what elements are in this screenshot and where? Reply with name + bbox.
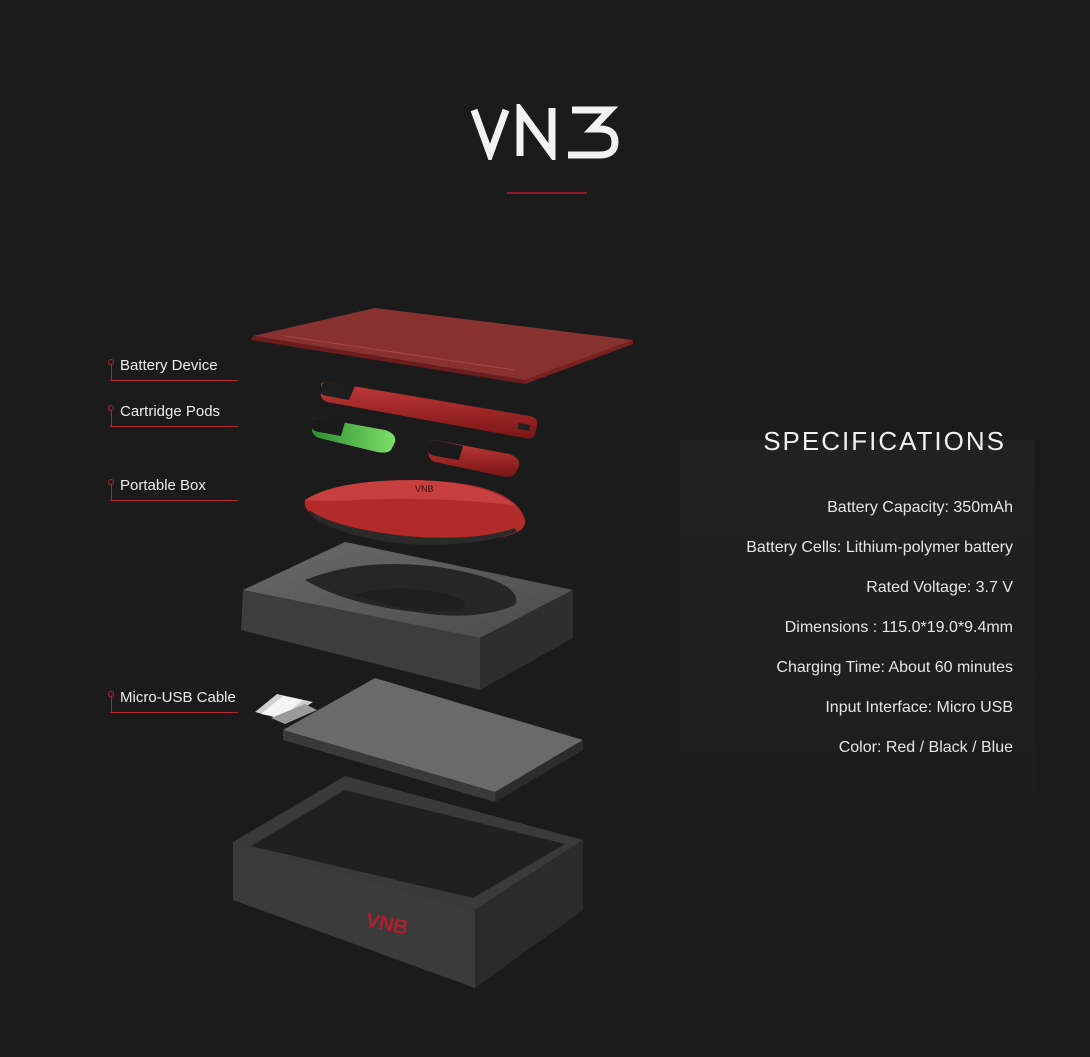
specifications-panel bbox=[680, 440, 1035, 880]
exploded-product-illustration: VNB VNB bbox=[233, 308, 633, 988]
spec-item: Rated Voltage: 3.7 V bbox=[866, 579, 1013, 596]
foam-insert-tray bbox=[241, 542, 573, 690]
case-logo: VNB bbox=[415, 484, 434, 494]
battery-device bbox=[320, 382, 538, 439]
specifications-title: SPECIFICATIONS bbox=[763, 426, 1006, 456]
specifications-list: Battery Capacity: 350mAh Battery Cells: … bbox=[680, 494, 1013, 774]
callout-micro-usb-cable: Micro-USB Cable bbox=[108, 689, 238, 715]
callout-battery-device: Battery Device bbox=[108, 357, 238, 383]
callout-label: Battery Device bbox=[120, 357, 218, 374]
spec-item: Battery Cells: Lithium-polymer battery bbox=[746, 539, 1013, 556]
callout-label: Micro-USB Cable bbox=[120, 689, 236, 706]
callout-portable-box: Portable Box bbox=[108, 477, 238, 503]
callout-cartridge-pods: Cartridge Pods bbox=[108, 403, 238, 429]
spec-item: Color: Red / Black / Blue bbox=[838, 739, 1013, 756]
spec-item: Dimensions : 115.0*19.0*9.4mm bbox=[784, 619, 1013, 636]
callout-label: Portable Box bbox=[120, 477, 206, 494]
cable-card bbox=[283, 678, 583, 802]
callout-label: Cartridge Pods bbox=[120, 403, 221, 420]
spec-item: Battery Capacity: 350mAh bbox=[827, 499, 1013, 516]
base-box: VNB bbox=[233, 776, 583, 988]
spec-item: Input Interface: Micro USB bbox=[825, 699, 1013, 716]
spec-item: Charging Time: About 60 minutes bbox=[776, 659, 1013, 676]
portable-case: VNB bbox=[304, 480, 526, 545]
cartridge-pod-green bbox=[311, 418, 396, 453]
cartridge-pod-red bbox=[428, 440, 520, 477]
logo-divider bbox=[507, 192, 587, 194]
lid-sheet bbox=[251, 308, 633, 384]
micro-usb-cable bbox=[255, 694, 317, 724]
vnb-logo bbox=[470, 104, 619, 160]
